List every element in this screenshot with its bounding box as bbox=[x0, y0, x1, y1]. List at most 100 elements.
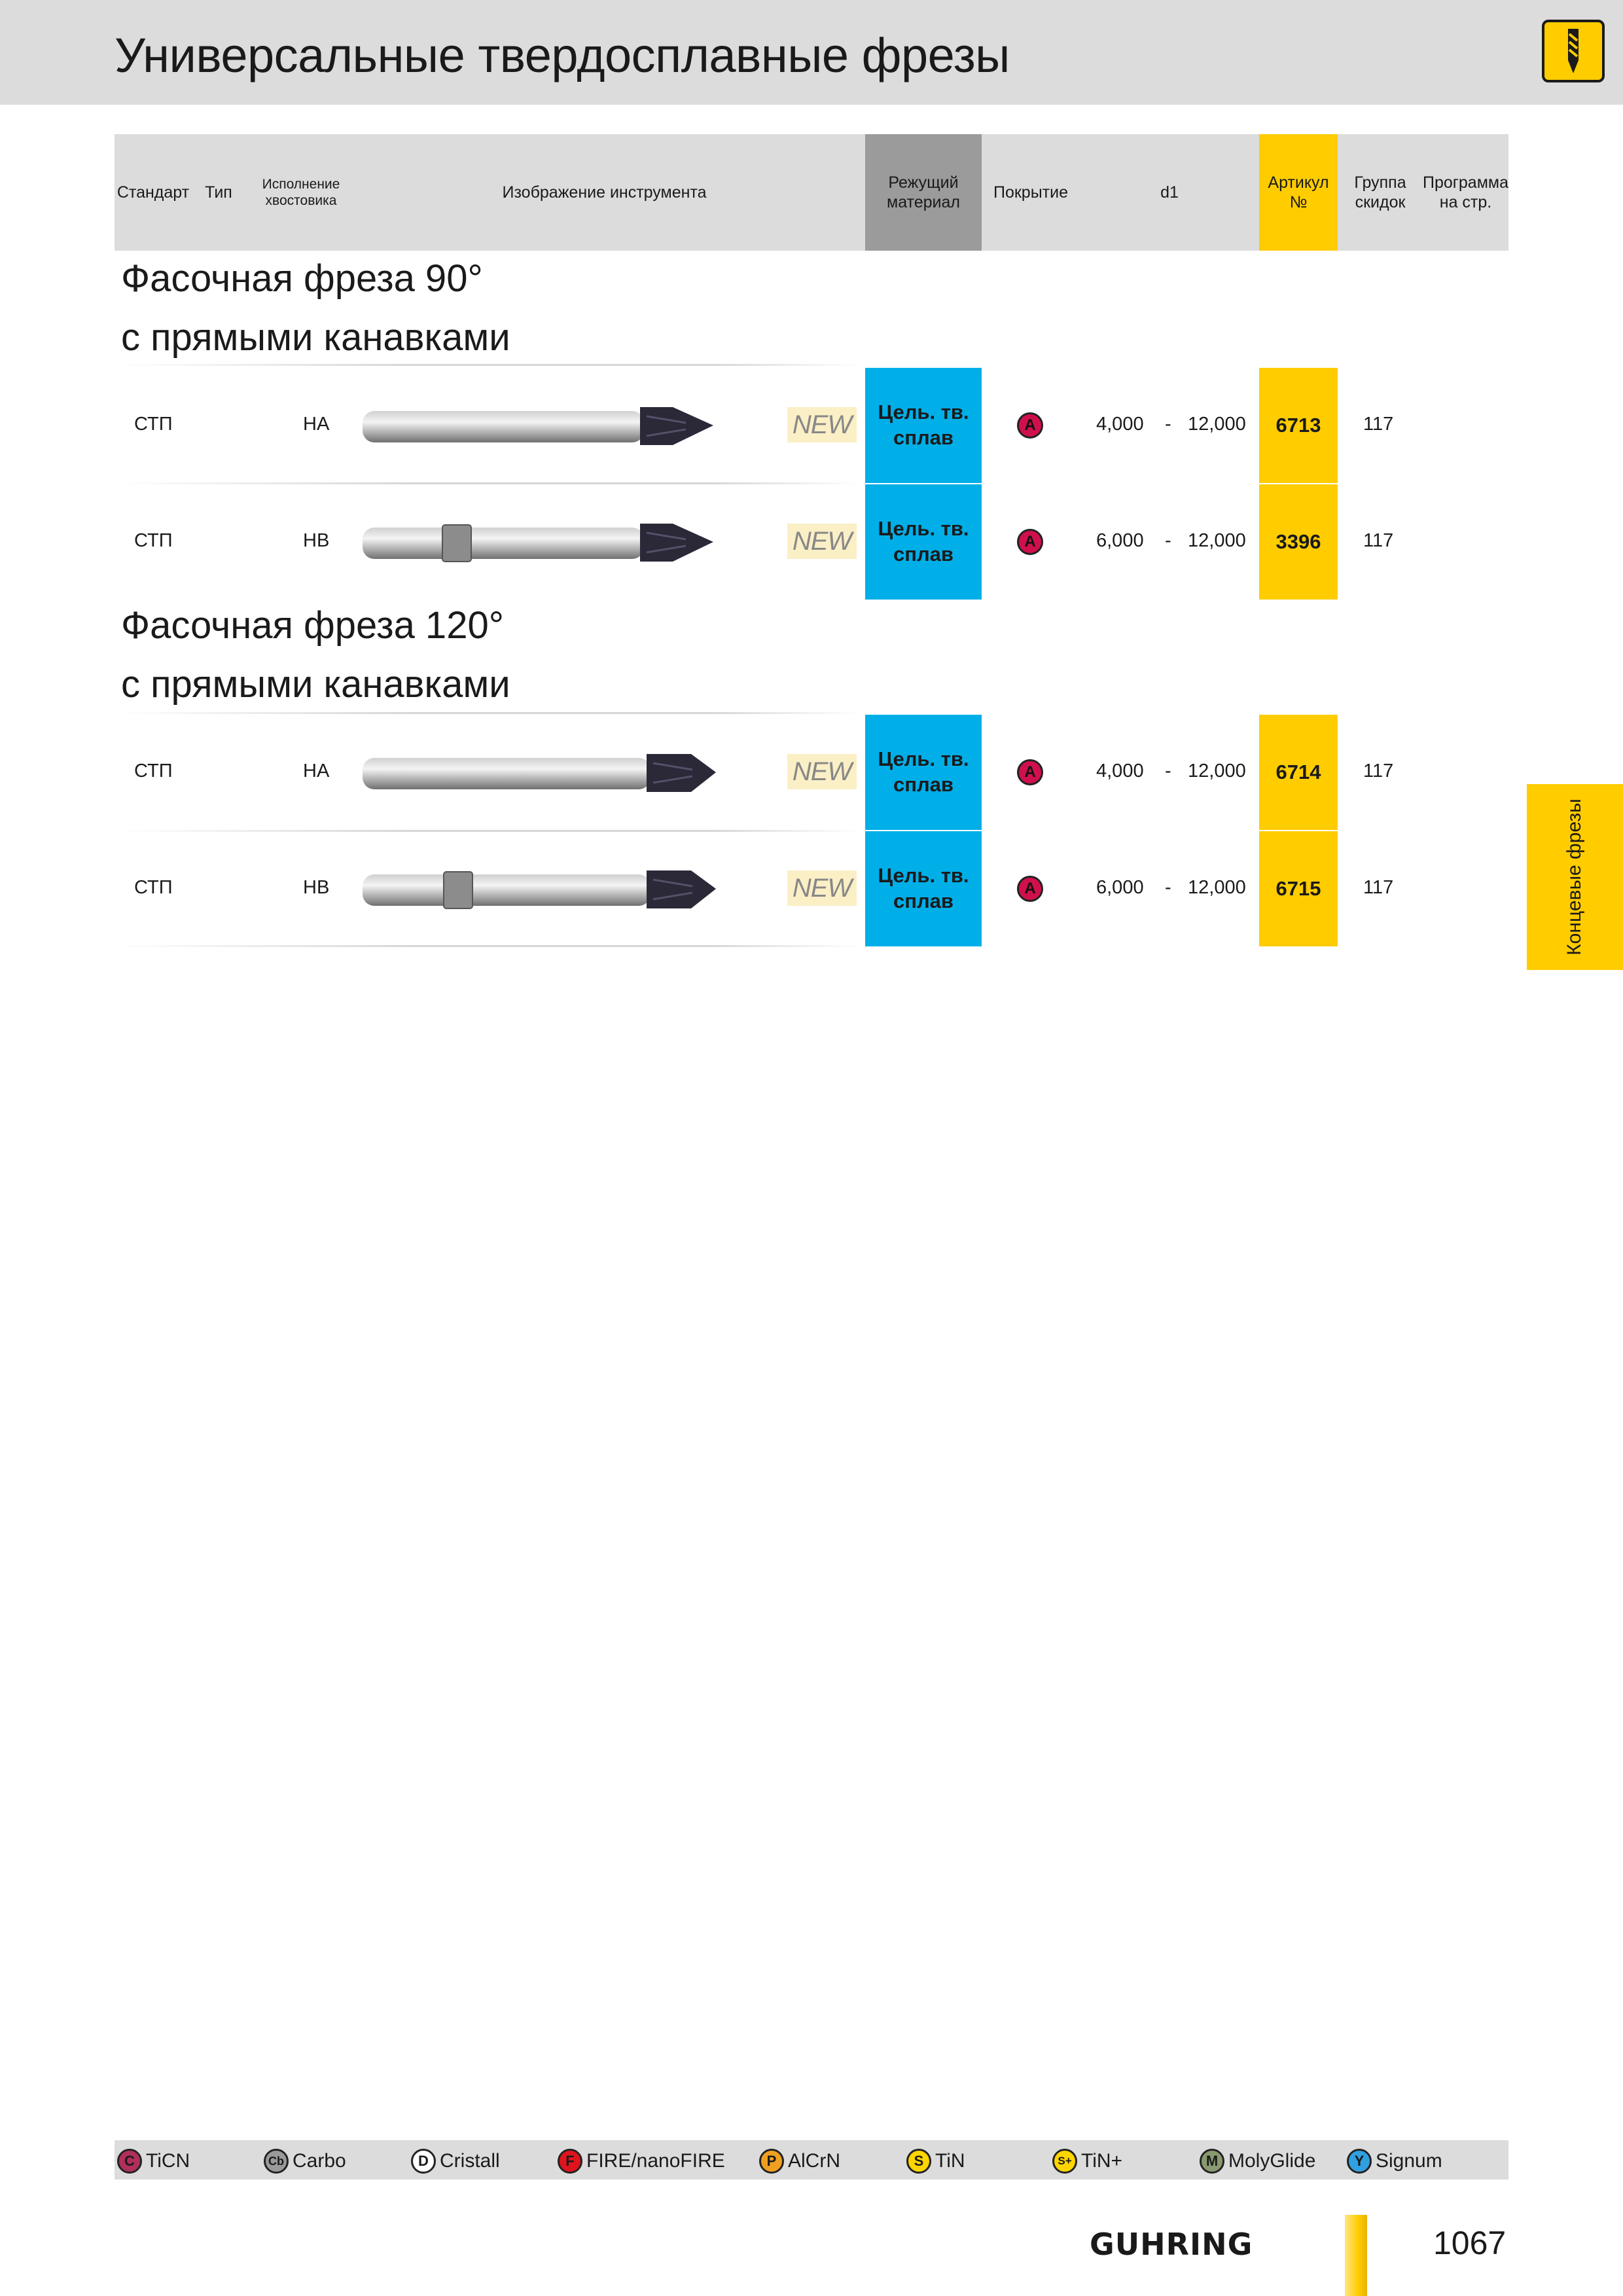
cristall-icon: D bbox=[411, 2149, 436, 2174]
legend-item: Cb Carbo bbox=[264, 2148, 346, 2174]
header-d1: d1 bbox=[1160, 183, 1179, 202]
tin-icon: S bbox=[906, 2149, 931, 2174]
section-title: Фасочная фреза 90° bbox=[121, 257, 483, 300]
alcrn-icon: P bbox=[759, 2149, 784, 2174]
legend-label: TiN bbox=[935, 2150, 965, 2172]
legend-label: Signum bbox=[1376, 2150, 1442, 2172]
discount-group-cell: 117 bbox=[1363, 414, 1394, 435]
ticn-icon: C bbox=[117, 2149, 142, 2174]
d1-from: 4,000 bbox=[1096, 761, 1144, 781]
brand-logo: GUHRING bbox=[1090, 2227, 1253, 2262]
standard-cell: СТП bbox=[134, 877, 173, 898]
footer-stripe bbox=[1345, 2215, 1367, 2296]
d1-separator: - bbox=[1165, 530, 1171, 551]
page-title: Универсальные твердосплавные фрезы bbox=[115, 28, 1010, 82]
header-article: Артикул № bbox=[1259, 134, 1338, 251]
material-cell: Цель. тв. сплав bbox=[865, 715, 982, 830]
fire-icon: F bbox=[558, 2149, 582, 2174]
chamfer-mill-120-hb-icon bbox=[363, 870, 716, 909]
d1-from: 6,000 bbox=[1096, 877, 1144, 898]
coating-a-icon: A bbox=[1017, 412, 1043, 439]
article-cell: 6714 bbox=[1259, 715, 1338, 830]
header-band bbox=[0, 0, 1623, 105]
tin-plus-icon: S+ bbox=[1052, 2149, 1077, 2174]
legend-label: TiN+ bbox=[1081, 2150, 1123, 2172]
molyglide-icon: M bbox=[1200, 2149, 1224, 2174]
legend-item: S TiN bbox=[906, 2148, 965, 2174]
legend-item: S+ TiN+ bbox=[1052, 2148, 1122, 2174]
article-cell: 6713 bbox=[1259, 368, 1338, 483]
signum-icon: Y bbox=[1347, 2149, 1372, 2174]
d1-from: 4,000 bbox=[1096, 414, 1144, 435]
table-header: Стандарт Тип Исполнение хвостовика Изобр… bbox=[115, 134, 1508, 251]
new-badge: NEW bbox=[787, 407, 857, 442]
legend-item: C TiCN bbox=[117, 2148, 190, 2174]
page-number: 1067 bbox=[1433, 2225, 1507, 2261]
legend-item: F FIRE/nanoFIRE bbox=[558, 2148, 725, 2174]
standard-cell: СТП bbox=[134, 414, 173, 435]
section-title: Фасочная фреза 120° bbox=[121, 604, 504, 647]
coating-a-icon: A bbox=[1017, 529, 1043, 555]
d1-separator: - bbox=[1165, 414, 1171, 435]
header-discount-group: Группа скидок bbox=[1354, 173, 1406, 211]
header-program-page: Программа на стр. bbox=[1423, 173, 1508, 211]
legend-label: AlCrN bbox=[788, 2150, 840, 2172]
drill-logo-icon bbox=[1542, 20, 1605, 82]
discount-group-cell: 117 bbox=[1363, 761, 1394, 781]
article-cell: 3396 bbox=[1259, 484, 1338, 600]
material-cell: Цель. тв. сплав bbox=[865, 831, 982, 946]
legend-item: Y Signum bbox=[1347, 2148, 1442, 2174]
legend-label: Cristall bbox=[440, 2150, 500, 2172]
d1-from: 6,000 bbox=[1096, 530, 1144, 551]
chamfer-mill-120-ha-icon bbox=[363, 754, 716, 792]
shank-cell: HA bbox=[303, 761, 330, 781]
legend-label: MolyGlide bbox=[1228, 2150, 1316, 2172]
material-cell: Цель. тв. сплав bbox=[865, 368, 982, 483]
row-divider bbox=[115, 712, 861, 714]
new-badge: NEW bbox=[787, 754, 857, 789]
row-divider bbox=[115, 945, 861, 947]
chamfer-mill-90-hb-icon bbox=[363, 524, 713, 562]
header-material: Режущий материал bbox=[865, 134, 982, 251]
d1-to: 12,000 bbox=[1188, 414, 1246, 435]
d1-to: 12,000 bbox=[1188, 530, 1246, 551]
legend-label: FIRE/nanoFIRE bbox=[586, 2150, 725, 2172]
chamfer-mill-90-ha-icon bbox=[363, 407, 713, 445]
new-badge: NEW bbox=[787, 524, 857, 559]
shank-cell: HA bbox=[303, 414, 330, 435]
shank-cell: HB bbox=[303, 530, 330, 551]
d1-to: 12,000 bbox=[1188, 761, 1246, 781]
side-tab[interactable] bbox=[1527, 784, 1623, 970]
standard-cell: СТП bbox=[134, 761, 173, 781]
d1-separator: - bbox=[1165, 877, 1171, 898]
d1-to: 12,000 bbox=[1188, 877, 1246, 898]
row-divider bbox=[115, 482, 861, 484]
d1-separator: - bbox=[1165, 761, 1171, 781]
standard-cell: СТП bbox=[134, 530, 173, 551]
carbo-icon: Cb bbox=[264, 2149, 289, 2174]
row-divider bbox=[115, 364, 861, 366]
coating-legend bbox=[115, 2140, 1508, 2179]
legend-label: TiCN bbox=[146, 2150, 190, 2172]
discount-group-cell: 117 bbox=[1363, 877, 1394, 898]
article-cell: 6715 bbox=[1259, 831, 1338, 946]
header-shank: Исполнение хвостовика bbox=[262, 176, 340, 208]
new-badge: NEW bbox=[787, 870, 857, 906]
legend-label: Carbo bbox=[293, 2150, 346, 2172]
section-subtitle: с прямыми канавками bbox=[121, 316, 510, 359]
legend-item: D Cristall bbox=[411, 2148, 500, 2174]
header-type: Тип bbox=[205, 183, 232, 202]
material-cell: Цель. тв. сплав bbox=[865, 484, 982, 600]
header-standard: Стандарт bbox=[116, 183, 190, 202]
legend-item: M MolyGlide bbox=[1200, 2148, 1315, 2174]
section-subtitle: с прямыми канавками bbox=[121, 663, 510, 706]
legend-item: P AlCrN bbox=[759, 2148, 840, 2174]
row-divider bbox=[115, 830, 861, 832]
header-coating: Покрытие bbox=[993, 183, 1068, 202]
shank-cell: HB bbox=[303, 877, 330, 898]
header-image: Изображение инструмента bbox=[502, 183, 707, 202]
side-tab-label: Концевые фрезы bbox=[1563, 798, 1585, 956]
coating-a-icon: A bbox=[1017, 876, 1043, 902]
discount-group-cell: 117 bbox=[1363, 530, 1394, 551]
coating-a-icon: A bbox=[1017, 759, 1043, 785]
